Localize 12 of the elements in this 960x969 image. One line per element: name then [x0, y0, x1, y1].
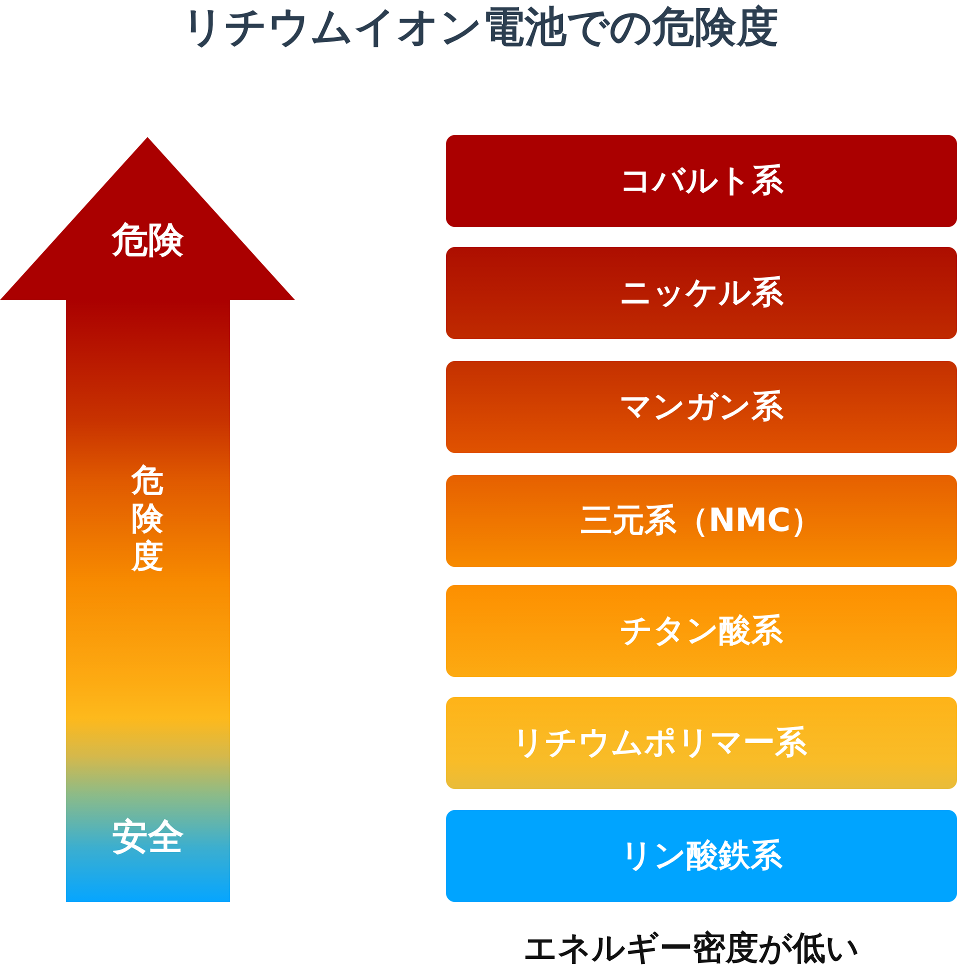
arrow-label: 危険度	[130, 461, 164, 575]
battery-type-box: ニッケル系	[446, 247, 957, 339]
note-text: エネルギー密度が低い	[522, 930, 860, 966]
battery-type-box: コバルト系	[446, 135, 957, 227]
arrow-label: 危険	[112, 223, 184, 259]
battery-type-box: 三元系（NMC）	[446, 475, 957, 567]
arrow-label: 安全	[112, 820, 184, 856]
battery-type-box: マンガン系	[446, 361, 957, 453]
title: リチウムイオン電池での危険度	[180, 4, 780, 50]
battery-type-box: チタン酸系	[446, 585, 957, 677]
battery-type-box: リン酸鉄系	[446, 810, 957, 902]
battery-type-box: リチウムポリマー系	[446, 697, 957, 789]
